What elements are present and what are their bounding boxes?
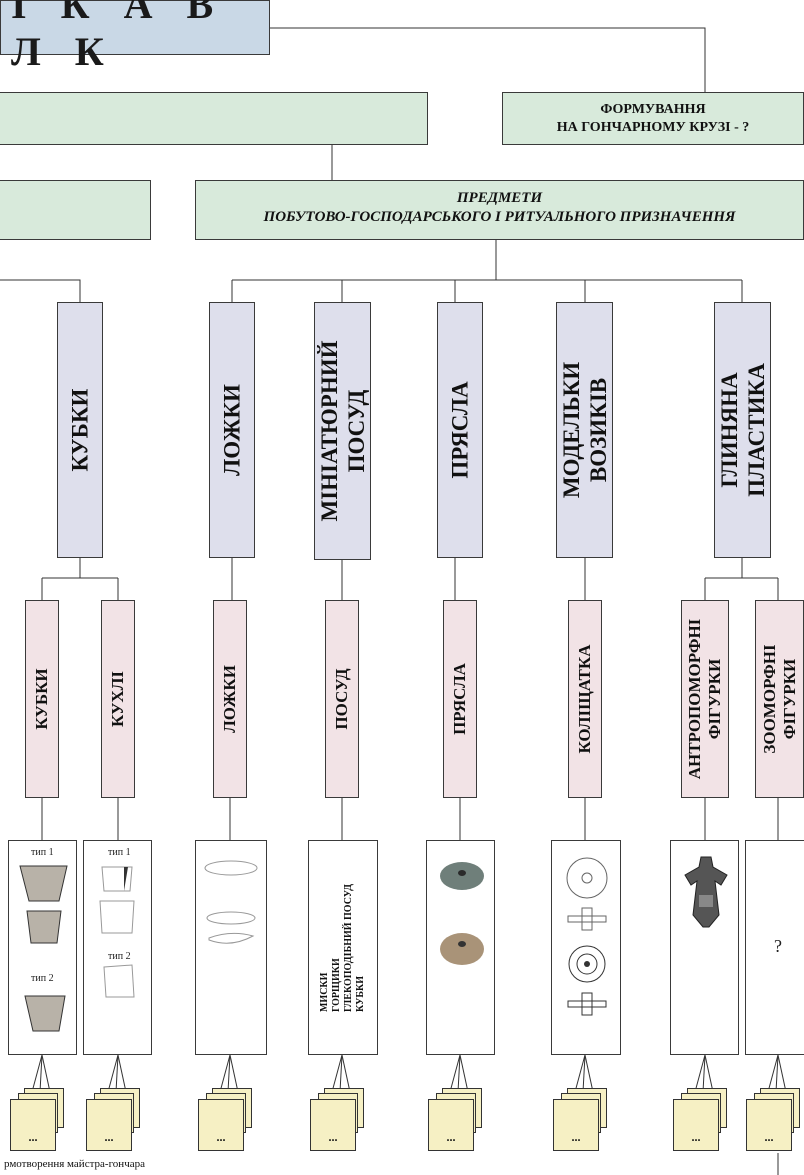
image-box-spindle (426, 840, 495, 1055)
pottery-wheel-box: ФОРМУВАННЯ НА ГОНЧАРНОМУ КРУЗІ - ? (502, 92, 804, 145)
mugs-type2-label: тип 2 (108, 951, 131, 962)
sub-wheels: КОЛІЩАТКА (568, 600, 602, 798)
sub-spindle-label: ПРЯСЛА (450, 663, 469, 735)
sub-spindle: ПРЯСЛА (443, 600, 477, 798)
sub-mugs-label: КУХЛІ (108, 670, 127, 728)
sub-zoomorphic: ЗООМОРФНІ ФІГУРКИ (755, 600, 804, 798)
cups-type1-label: тип 1 (31, 847, 54, 858)
category-plastic-line2: ПЛАСТИКА (743, 363, 769, 497)
stack-spoons-dots: ... (216, 1130, 226, 1144)
category-wagons-line1: МОДЕЛЬКИ (558, 361, 584, 499)
sub-spoons: ЛОЖКИ (213, 600, 247, 798)
image-box-wheels (551, 840, 621, 1055)
sub-zoo-line2: ФІГУРКИ (779, 658, 799, 740)
wheels-drawings (566, 857, 608, 1016)
category-spoons-label: ЛОЖКИ (219, 384, 245, 476)
image-box-cups: тип 1 тип 2 (8, 840, 77, 1055)
sub-anthropomorphic: АНТРОПОМОРФНІ ФІГУРКИ (681, 600, 729, 798)
stack-wheels-dots: ... (571, 1130, 581, 1144)
stack-cups-dots: ... (28, 1130, 38, 1144)
vessels-item-3: ГЛЕКОПОДІБНИЙ ПОСУД (343, 883, 354, 1012)
image-box-spoons (195, 840, 267, 1055)
diagram-title: І К А В Л К (0, 0, 270, 74)
mugs-drawings (99, 866, 135, 998)
category-spoons: ЛОЖКИ (209, 302, 255, 558)
stack-spindle-dots: ... (446, 1130, 456, 1144)
green-bar-left (0, 180, 151, 240)
spoons-drawings (204, 860, 258, 944)
sub-spoons-label: ЛОЖКИ (220, 665, 239, 733)
category-plastic: ГЛИНЯНА ПЛАСТИКА (714, 302, 771, 558)
category-cups: КУБКИ (57, 302, 103, 558)
mugs-type1-label: тип 1 (108, 847, 131, 858)
category-plastic-line1: ГЛИНЯНА (716, 372, 742, 488)
cups-drawings (19, 865, 68, 1032)
sub-zoo-line1: ЗООМОРФНІ (759, 644, 779, 754)
stack-mugs-dots: ... (104, 1130, 114, 1144)
category-miniature: МІНІАТЮРНИЙ ПОСУД (314, 302, 371, 560)
sub-cups-label: КУБКИ (32, 668, 51, 730)
stack-zoo-dots: ... (764, 1130, 774, 1144)
sub-anthropo-line2: ФІГУРКИ (705, 658, 724, 740)
stack-vessels-dots: ... (328, 1130, 338, 1144)
household-items-subtitle: ПОБУТОВО-ГОСПОДАРСЬКОГО І РИТУАЛЬНОГО ПР… (263, 209, 736, 225)
image-box-vessels: МИСКИ ГОРЩИКИ ГЛЕКОПОДІБНИЙ ПОСУД КУБКИ (308, 840, 378, 1055)
sub-vessels-label: ПОСУД (332, 668, 351, 730)
category-cups-label: КУБКИ (67, 388, 93, 472)
image-box-anthropomorphic (670, 840, 739, 1055)
category-wagons: МОДЕЛЬКИ ВОЗИКІВ (556, 302, 613, 558)
anthropomorphic-figure-drawing (684, 856, 728, 928)
vessels-item-4: КУБКИ (355, 975, 366, 1012)
household-items-title: ПРЕДМЕТИ (456, 190, 543, 206)
category-spindle-label: ПРЯСЛА (447, 381, 473, 479)
sub-mugs: КУХЛІ (101, 600, 135, 798)
sub-vessels: ПОСУД (325, 600, 359, 798)
footer-caption: рмотворення майстра-гончара (4, 1158, 145, 1170)
category-miniature-line1: МІНІАТЮРНИЙ (316, 340, 342, 522)
category-spindle: ПРЯСЛА (437, 302, 483, 558)
vessels-item-2: ГОРЩИКИ (331, 957, 342, 1012)
stack-anthropo-dots: ... (691, 1130, 701, 1144)
image-box-zoomorphic: ? (745, 840, 804, 1055)
household-items-box: ПРЕДМЕТИ ПОБУТОВО-ГОСПОДАРСЬКОГО І РИТУА… (195, 180, 804, 240)
category-wagons-line2: ВОЗИКІВ (585, 377, 611, 483)
sub-anthropo-line1: АНТРОПОМОРФНІ (685, 618, 704, 780)
green-bar-top (0, 92, 428, 145)
category-miniature-line2: ПОСУД (343, 389, 369, 473)
cups-type2-label: тип 2 (31, 973, 54, 984)
sub-cups: КУБКИ (25, 600, 59, 798)
spindle-drawings (440, 862, 484, 965)
sub-wheels-label: КОЛІЩАТКА (575, 644, 594, 754)
zoomorphic-unknown: ? (774, 936, 782, 956)
vessels-item-1: МИСКИ (319, 972, 330, 1012)
image-box-mugs: тип 1 тип 2 (83, 840, 152, 1055)
